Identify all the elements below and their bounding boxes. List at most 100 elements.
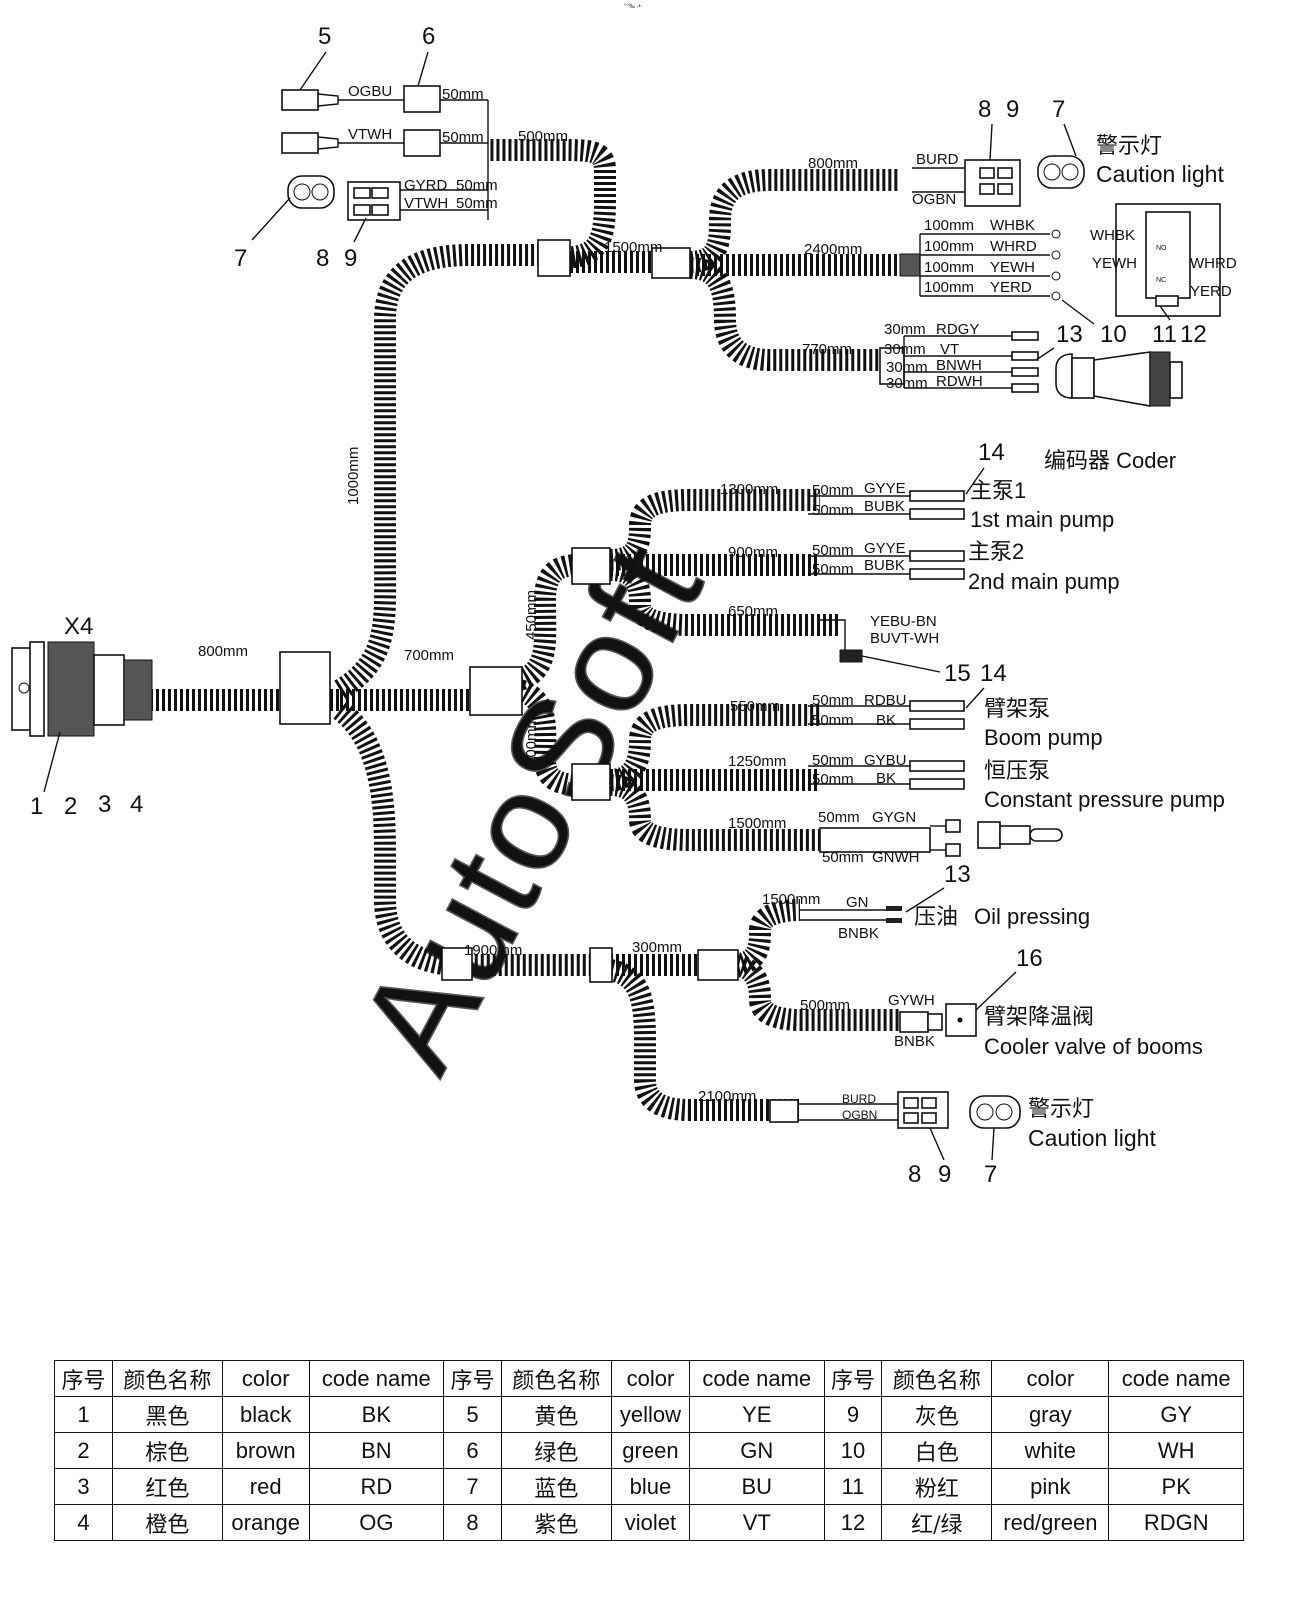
wiring-harness-diagram: AutoSoft — [11, 23, 1237, 1188]
svg-text:50mm: 50mm — [456, 195, 498, 212]
svg-text:50mm: 50mm — [442, 86, 484, 103]
svg-text:主泵1: 主泵1 — [970, 478, 1026, 503]
svg-text:1000mm: 1000mm — [345, 447, 362, 505]
svg-text:警示灯: 警示灯 — [1096, 133, 1162, 158]
table-cell: RD — [308, 1468, 445, 1505]
table-cell: BU — [689, 1468, 825, 1505]
table-row: 2 棕色 brown BN 6 绿色 green GN 10 白色 white … — [54, 1432, 1244, 1469]
svg-text:WHBK: WHBK — [990, 217, 1035, 234]
table-cell: 粉红 — [881, 1468, 993, 1505]
svg-text:50mm: 50mm — [812, 482, 854, 499]
svg-text:NC: NC — [1156, 277, 1166, 284]
table-cell: YE — [689, 1396, 825, 1433]
svg-text:500mm: 500mm — [518, 128, 568, 145]
svg-text:BURD: BURD — [916, 151, 959, 168]
svg-text:9: 9 — [938, 1161, 951, 1188]
svg-text:1250mm: 1250mm — [728, 753, 786, 770]
svg-text:Cooler valve of booms: Cooler valve of booms — [984, 1034, 1203, 1059]
table-header-row: 序号 颜色名称 color code name 序号 颜色名称 color co… — [54, 1360, 1244, 1397]
table-cell: white — [991, 1432, 1110, 1469]
svg-text:GYRD: GYRD — [404, 177, 448, 194]
svg-text:BUBK: BUBK — [864, 557, 905, 574]
svg-text:VTWH: VTWH — [348, 126, 392, 143]
svg-text:1500mm: 1500mm — [762, 891, 820, 908]
svg-text:8: 8 — [978, 96, 991, 123]
svg-text:BK: BK — [876, 712, 896, 729]
bottom-connectors: 1900mm 300mm 1500mm GN BNBK 13 压油 Oil pr… — [441, 861, 1203, 1188]
svg-text:BK: BK — [876, 770, 896, 787]
header-cell: code name — [308, 1360, 445, 1397]
x4-label: X4 — [64, 613, 93, 640]
table-cell: RDGN — [1108, 1504, 1244, 1541]
svg-text:800mm: 800mm — [198, 643, 248, 660]
svg-text:450mm: 450mm — [523, 590, 540, 640]
svg-text:11: 11 — [1152, 321, 1177, 348]
svg-text:8: 8 — [316, 245, 329, 272]
svg-text:500mm: 500mm — [800, 997, 850, 1014]
svg-text:Constant pressure pump: Constant pressure pump — [984, 787, 1225, 812]
svg-text:GYYE: GYYE — [864, 540, 906, 557]
pump-connectors: 450mm 300mm 14 编码器 Coder 1300mm 50mm GYY… — [523, 439, 1225, 866]
table-cell: 3 — [54, 1468, 113, 1505]
table-cell: 5 — [443, 1396, 502, 1433]
table-cell: 紫色 — [501, 1504, 612, 1541]
color-code-table: 序号 颜色名称 color code name 序号 颜色名称 color co… — [54, 1360, 1244, 1541]
table-cell: GN — [689, 1432, 825, 1469]
header-cell: color — [991, 1360, 1110, 1397]
svg-text:16: 16 — [1016, 945, 1043, 972]
svg-text:900mm: 900mm — [728, 544, 778, 561]
table-cell: 白色 — [881, 1432, 993, 1469]
svg-text:WHRD: WHRD — [990, 238, 1037, 255]
table-cell: 4 — [54, 1504, 113, 1541]
svg-text:Boom pump: Boom pump — [984, 725, 1103, 750]
svg-text:RDBU: RDBU — [864, 692, 907, 709]
svg-text:2400mm: 2400mm — [804, 241, 862, 258]
harness-trunks — [150, 139, 900, 1121]
svg-text:50mm: 50mm — [812, 502, 854, 519]
svg-text:50mm: 50mm — [442, 129, 484, 146]
table-cell: 橙色 — [111, 1504, 223, 1541]
svg-text:GYGN: GYGN — [872, 809, 916, 826]
svg-text:Caution light: Caution light — [1096, 161, 1224, 187]
svg-text:1500mm: 1500mm — [728, 815, 786, 832]
svg-text:臂架降温阀: 臂架降温阀 — [984, 1004, 1094, 1029]
svg-text:RDWH: RDWH — [936, 373, 983, 390]
svg-text:GN: GN — [846, 894, 869, 911]
table-cell: red — [221, 1468, 310, 1505]
table-cell: 8 — [443, 1504, 502, 1541]
svg-text:50mm: 50mm — [822, 849, 864, 866]
svg-text:1st main pump: 1st main pump — [970, 507, 1114, 532]
table-cell: VT — [689, 1504, 825, 1541]
svg-text:50mm: 50mm — [812, 752, 854, 769]
svg-text:BNWH: BNWH — [936, 357, 982, 374]
svg-text:YEWH: YEWH — [990, 259, 1035, 276]
svg-text:13: 13 — [944, 861, 971, 888]
svg-text:臂架泵: 臂架泵 — [984, 696, 1050, 721]
svg-text:100mm: 100mm — [924, 279, 974, 296]
svg-text:14: 14 — [978, 439, 1005, 466]
svg-text:WHRD: WHRD — [1190, 255, 1237, 272]
svg-text:30mm: 30mm — [884, 321, 926, 338]
header-cell: color — [610, 1360, 691, 1397]
svg-text:VT: VT — [940, 341, 959, 358]
table-cell: gray — [991, 1396, 1110, 1433]
svg-text:1500mm: 1500mm — [604, 239, 662, 256]
svg-text:1900mm: 1900mm — [464, 942, 522, 959]
svg-text:8: 8 — [908, 1161, 921, 1188]
top-left-connectors: 5 6 OGBU 50mm VTWH 50mm 500mm GYRD 50mm … — [234, 23, 691, 505]
header-cell: code name — [689, 1360, 825, 1397]
svg-text:50mm: 50mm — [812, 692, 854, 709]
svg-text:100mm: 100mm — [924, 238, 974, 255]
table-row: 3 红色 red RD 7 蓝色 blue BU 11 粉红 pink PK — [54, 1468, 1244, 1505]
x4-connector: X4 1 2 3 4 800mm 700mm — [11, 613, 523, 820]
svg-text:10: 10 — [1100, 321, 1127, 348]
svg-text:50mm: 50mm — [812, 561, 854, 578]
svg-text:BNBK: BNBK — [838, 925, 879, 942]
header-cell: code name — [1108, 1360, 1244, 1397]
table-cell: 灰色 — [881, 1396, 993, 1433]
svg-text:6: 6 — [422, 23, 435, 50]
svg-text:GYBU: GYBU — [864, 752, 907, 769]
svg-text:4: 4 — [130, 791, 143, 818]
table-cell: 蓝色 — [501, 1468, 612, 1505]
svg-text:650mm: 650mm — [728, 603, 778, 620]
